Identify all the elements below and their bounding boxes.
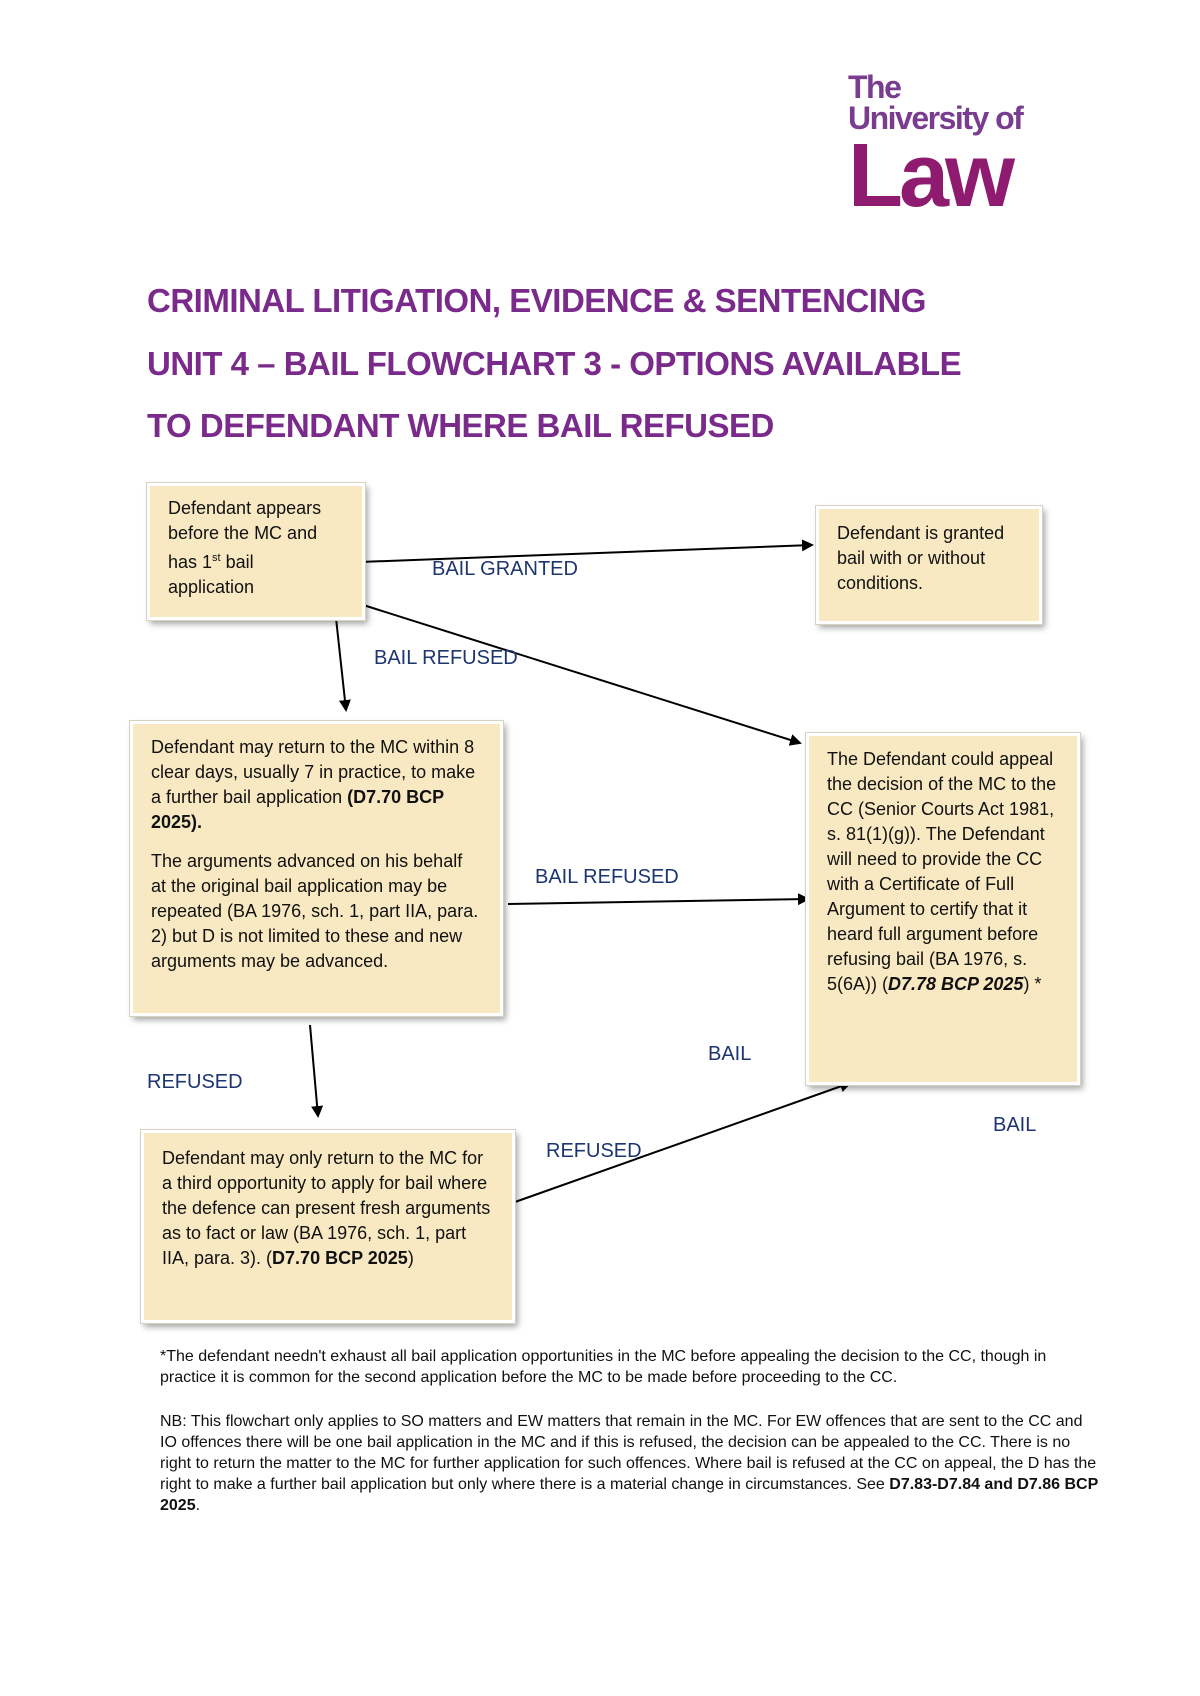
box-second-application: Defendant may return to the MC within 8 …: [130, 721, 503, 1016]
box-third-application: Defendant may only return to the MC for …: [141, 1130, 515, 1323]
footnote: *The defendant needn't exhaust all bail …: [160, 1346, 1100, 1388]
second-application-para-1: Defendant may return to the MC within 8 …: [151, 735, 482, 835]
nb-citation: D7.83-D7.84 and D7.86 BCP 2025: [160, 1476, 1098, 1514]
page-title-line-3: TO DEFENDANT WHERE BAIL REFUSED: [147, 407, 774, 444]
second-application-para-2: The arguments advanced on his behalf at …: [151, 851, 479, 971]
nb-paragraph: NB: This flowchart only applies to SO ma…: [160, 1411, 1100, 1516]
appeal-citation: D7.78 BCP 2025: [888, 974, 1024, 994]
label-bail-granted: BAIL GRANTED: [432, 558, 578, 580]
third-application-text: Defendant may only return to the MC for …: [162, 1148, 491, 1268]
label-bail-refused-1: BAIL REFUSED: [374, 647, 518, 669]
page-title-line-1: CRIMINAL LITIGATION, EVIDENCE & SENTENCI…: [147, 282, 926, 319]
university-of-law-logo: The University of Law: [848, 69, 1038, 226]
logo-line-the: The: [848, 69, 902, 105]
logo-line-law: Law: [848, 126, 1015, 226]
label-refused-left: REFUSED: [147, 1071, 243, 1093]
third-application-end: ): [407, 1248, 414, 1268]
first-application-text-post: bail application: [168, 552, 255, 597]
arrow-to-granted: [359, 539, 814, 563]
footnote-text: *The defendant needn't exhaust all bail …: [160, 1348, 1047, 1386]
nb-note: NB: This flowchart only applies to SO ma…: [160, 1411, 1100, 1516]
label-bail-right: BAIL: [993, 1114, 1037, 1136]
box-appeal-to-cc: The Defendant could appeal the decision …: [806, 733, 1080, 1085]
page-title-line-2: UNIT 4 – BAIL FLOWCHART 3 - OPTIONS AVAI…: [147, 345, 962, 382]
appeal-text: The Defendant could appeal the decision …: [827, 749, 1057, 994]
box-bail-granted: Defendant is granted bail with or withou…: [816, 506, 1042, 624]
arrow-to-second-application: [335, 617, 351, 712]
second-application-text: Defendant may return to the MC within 8 …: [151, 737, 476, 807]
arrow-second-to-appeal: [507, 893, 810, 906]
arrow-to-third-application: [309, 1024, 324, 1118]
appeal-end: ) *: [1023, 974, 1042, 994]
label-bail-refused-2: BAIL REFUSED: [535, 866, 679, 888]
logo-line-university: University of: [848, 100, 1024, 136]
bail-granted-text: Defendant is granted bail with or withou…: [837, 523, 1005, 593]
box-first-application: Defendant appears before the MC and has …: [147, 483, 365, 620]
label-refused-bottom: REFUSED: [546, 1140, 642, 1162]
second-application-citation: (D7.70 BCP 2025).: [151, 787, 444, 832]
nb-text: NB: This flowchart only applies to SO ma…: [160, 1413, 1097, 1493]
arrow-third-to-appeal: [514, 1080, 852, 1203]
third-application-citation: D7.70 BCP 2025: [272, 1248, 408, 1268]
label-bail-middle: BAIL: [708, 1043, 752, 1065]
nb-end: .: [195, 1497, 201, 1514]
arrow-first-to-appeal: [359, 603, 802, 746]
first-application-text-pre: Defendant appears before the MC and has …: [168, 498, 322, 572]
first-application-ordinal: st: [212, 552, 221, 564]
